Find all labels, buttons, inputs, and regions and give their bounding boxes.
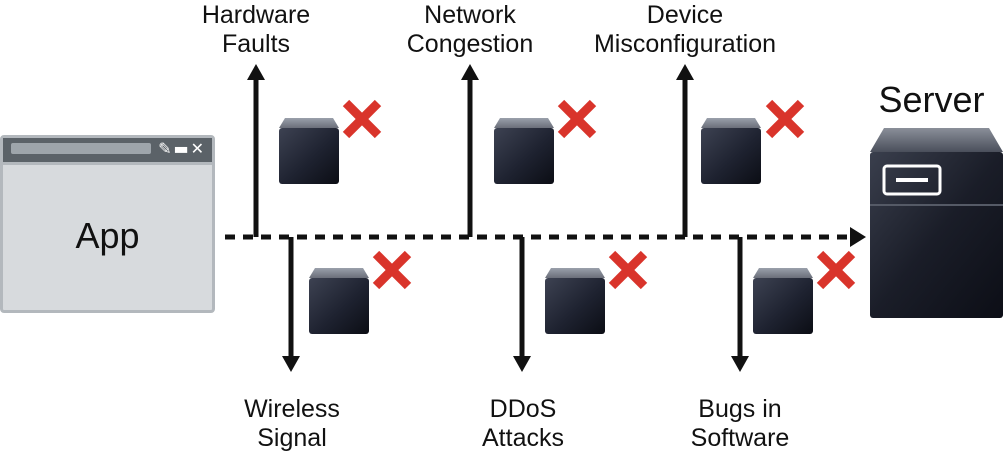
issue-label-bugs-in-software: Bugs in Software — [690, 395, 790, 452]
branch-up-network-arrowhead — [461, 64, 479, 80]
minimize-icon: ▬ — [173, 139, 191, 158]
failure-x-icon — [763, 97, 807, 141]
edit-icon: ✎ — [158, 139, 174, 158]
failure-x-icon — [814, 248, 858, 292]
network-device-icon — [279, 118, 339, 184]
failure-x-icon — [606, 248, 650, 292]
app-titlebar: ✎▬✕ — [3, 138, 212, 165]
window-controls: ✎▬✕ — [158, 139, 206, 158]
server-label: Server — [878, 79, 985, 120]
network-device-icon — [494, 118, 554, 184]
network-device-icon — [309, 268, 369, 334]
issue-label-hardware-faults: Hardware Faults — [201, 1, 311, 58]
failure-x-icon — [370, 248, 414, 292]
failure-x-icon — [340, 97, 384, 141]
issue-label-ddos-attacks: DDoS Attacks — [482, 395, 564, 452]
branch-down-wireless-arrowhead — [282, 356, 300, 372]
main-path-arrowhead — [850, 227, 866, 247]
issue-label-device-misconfiguration: Device Misconfiguration — [593, 1, 777, 58]
failure-x-icon — [555, 97, 599, 141]
app-window: ✎▬✕ App — [0, 135, 215, 313]
network-device-icon — [701, 118, 761, 184]
app-label: App — [75, 215, 140, 256]
issue-label-wireless-signal: Wireless Signal — [244, 395, 340, 452]
branch-up-hardware-arrowhead — [247, 64, 265, 80]
issue-label-network-congestion: Network Congestion — [406, 1, 534, 58]
branch-down-bugs-arrowhead — [731, 356, 749, 372]
branch-down-ddos-arrowhead — [513, 356, 531, 372]
branch-up-device-arrowhead — [676, 64, 694, 80]
network-device-icon — [545, 268, 605, 334]
server-icon — [870, 128, 1003, 318]
network-device-icon — [753, 268, 813, 334]
app-titlebar-bar — [11, 143, 151, 154]
close-icon: ✕ — [190, 139, 206, 158]
